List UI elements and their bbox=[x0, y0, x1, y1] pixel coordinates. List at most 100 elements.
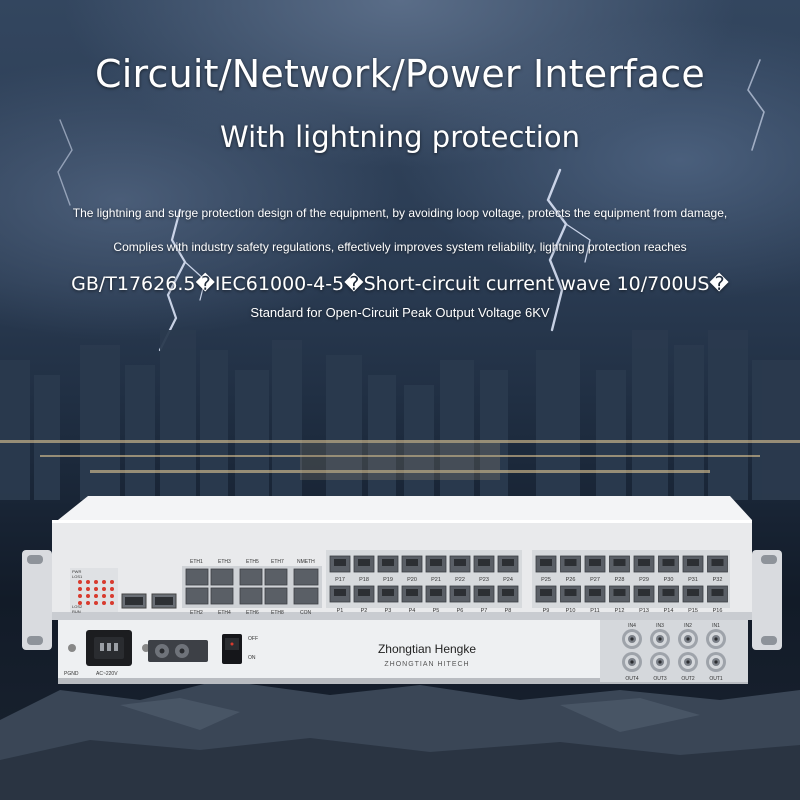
rj45-port-label: P2 bbox=[361, 608, 368, 614]
rj45-port bbox=[473, 555, 495, 573]
rj45-port-label: P5 bbox=[433, 608, 440, 614]
brand-subtitle: ZHONGTIAN HITECH bbox=[384, 661, 469, 668]
bnc-connector bbox=[622, 652, 642, 672]
eth-ports-block: ETH1 ETH3 ETH5 ETH7 NMETH ETH2 ETH4 ETH6… bbox=[182, 559, 322, 616]
switch-on-label: ON bbox=[248, 655, 256, 661]
rj45-port bbox=[682, 585, 704, 603]
eth-port-5 bbox=[239, 568, 263, 586]
lightning-branch-right bbox=[565, 223, 591, 263]
rj45-port bbox=[377, 585, 399, 603]
rj45-port bbox=[633, 585, 655, 603]
rj45-port bbox=[707, 555, 728, 573]
bnc-connector bbox=[678, 629, 698, 649]
rj45-port bbox=[401, 555, 423, 573]
rj45-port bbox=[329, 585, 351, 603]
voltage-standard-line: Standard for Open-Circuit Peak Output Vo… bbox=[250, 305, 550, 320]
bnc-out-label: OUT2 bbox=[681, 676, 695, 682]
rj45-port-label: P24 bbox=[503, 577, 513, 583]
bnc-in-label: IN2 bbox=[684, 623, 692, 629]
rj45-port-label: P18 bbox=[359, 577, 369, 583]
rj45-port bbox=[473, 585, 495, 603]
rock-foreground bbox=[0, 680, 800, 800]
ac-power-socket bbox=[68, 630, 150, 666]
rack-ear-right bbox=[752, 550, 782, 650]
rj45-port-label: P22 bbox=[455, 577, 465, 583]
rj45-port bbox=[707, 585, 728, 603]
rj45-port bbox=[425, 555, 447, 573]
eth-port-3 bbox=[210, 568, 234, 586]
rj45-port bbox=[425, 585, 447, 603]
eth-port-8 bbox=[264, 587, 288, 605]
bnc-connector bbox=[678, 652, 698, 672]
rj45-port bbox=[449, 555, 471, 573]
rj45-port-label: P23 bbox=[479, 577, 489, 583]
nmeth-port bbox=[293, 568, 319, 586]
rj45-port bbox=[401, 585, 423, 603]
rj45-port-label: P11 bbox=[590, 608, 599, 614]
rj45-port bbox=[584, 585, 606, 603]
lightning-bolt-right bbox=[546, 168, 568, 332]
rj45-port bbox=[497, 555, 519, 573]
rj45-port-label: P31 bbox=[688, 577, 698, 583]
description-line-2: Complies with industry safety regulation… bbox=[113, 240, 687, 254]
rj45-port-label: P1 bbox=[337, 608, 344, 614]
eth-label-nmeth: NMETH bbox=[297, 559, 315, 565]
rj45-port bbox=[497, 585, 519, 603]
eth-label-eth2: ETH2 bbox=[190, 610, 203, 616]
rj45-port-label: P32 bbox=[713, 577, 723, 583]
rj45-port-label: P20 bbox=[407, 577, 417, 583]
bnc-connector bbox=[650, 629, 670, 649]
lightning-bolt-far-left bbox=[57, 119, 73, 206]
rj45-port-label: P26 bbox=[566, 577, 576, 583]
network-device: PWR LOS1 LOS2 RUN bbox=[22, 496, 782, 684]
eth-port-4 bbox=[210, 587, 234, 605]
rj45-port-label: P15 bbox=[688, 608, 698, 614]
rj45-port bbox=[535, 555, 557, 573]
rj45-port-label: P7 bbox=[481, 608, 488, 614]
rj45-port bbox=[560, 555, 581, 573]
rj45-port-label: P12 bbox=[615, 608, 625, 614]
rj45-port-label: P19 bbox=[383, 577, 393, 583]
eth-label-eth1: ETH1 bbox=[190, 559, 203, 565]
rj45-port-label: P27 bbox=[590, 577, 600, 583]
description-line-1: The lightning and surge protection desig… bbox=[72, 206, 728, 220]
rj45-port-label: P6 bbox=[457, 608, 464, 614]
lightning-bolts bbox=[57, 59, 765, 352]
sfp-ports bbox=[121, 593, 177, 609]
rj45-port bbox=[535, 585, 557, 603]
bnc-out-label: OUT4 bbox=[625, 676, 639, 682]
bnc-out-label: OUT3 bbox=[653, 676, 667, 682]
switch-off-label: OFF bbox=[248, 636, 258, 642]
rj45-port-label: P25 bbox=[541, 577, 551, 583]
chassis-top bbox=[58, 496, 752, 520]
standards-line: GB/T17626.5�IEC61000-4-5�Short-circuit c… bbox=[71, 273, 729, 295]
rj45-port-label: P8 bbox=[505, 608, 512, 614]
rj45-port bbox=[658, 555, 679, 573]
page-subtitle: With lightning protection bbox=[220, 120, 580, 154]
rj45-port bbox=[353, 555, 375, 573]
bnc-in-label: IN3 bbox=[656, 623, 664, 629]
eth-port-2 bbox=[185, 587, 209, 605]
fuse-holder bbox=[148, 640, 208, 662]
rj45-port-label: P10 bbox=[566, 608, 576, 614]
rj45-port bbox=[633, 555, 655, 573]
eth-port-6 bbox=[239, 587, 263, 605]
eth-label-eth5: ETH5 bbox=[246, 559, 259, 565]
rj45-port-label: P17 bbox=[335, 577, 345, 583]
rj45-port-label: P28 bbox=[615, 577, 625, 583]
rj45-port-label: P13 bbox=[639, 608, 649, 614]
rj45-port bbox=[609, 585, 630, 603]
led-label-run: RUN bbox=[72, 609, 81, 614]
rj45-port-label: P4 bbox=[409, 608, 416, 614]
bnc-connector bbox=[650, 652, 670, 672]
power-switch bbox=[222, 634, 242, 664]
bnc-in-label: IN4 bbox=[628, 623, 636, 629]
eth-label-eth3: ETH3 bbox=[218, 559, 231, 565]
city-lights bbox=[0, 440, 800, 480]
bnc-connector bbox=[706, 652, 726, 672]
rack-ear-left bbox=[22, 550, 52, 650]
eth-label-con: CON bbox=[300, 610, 312, 616]
